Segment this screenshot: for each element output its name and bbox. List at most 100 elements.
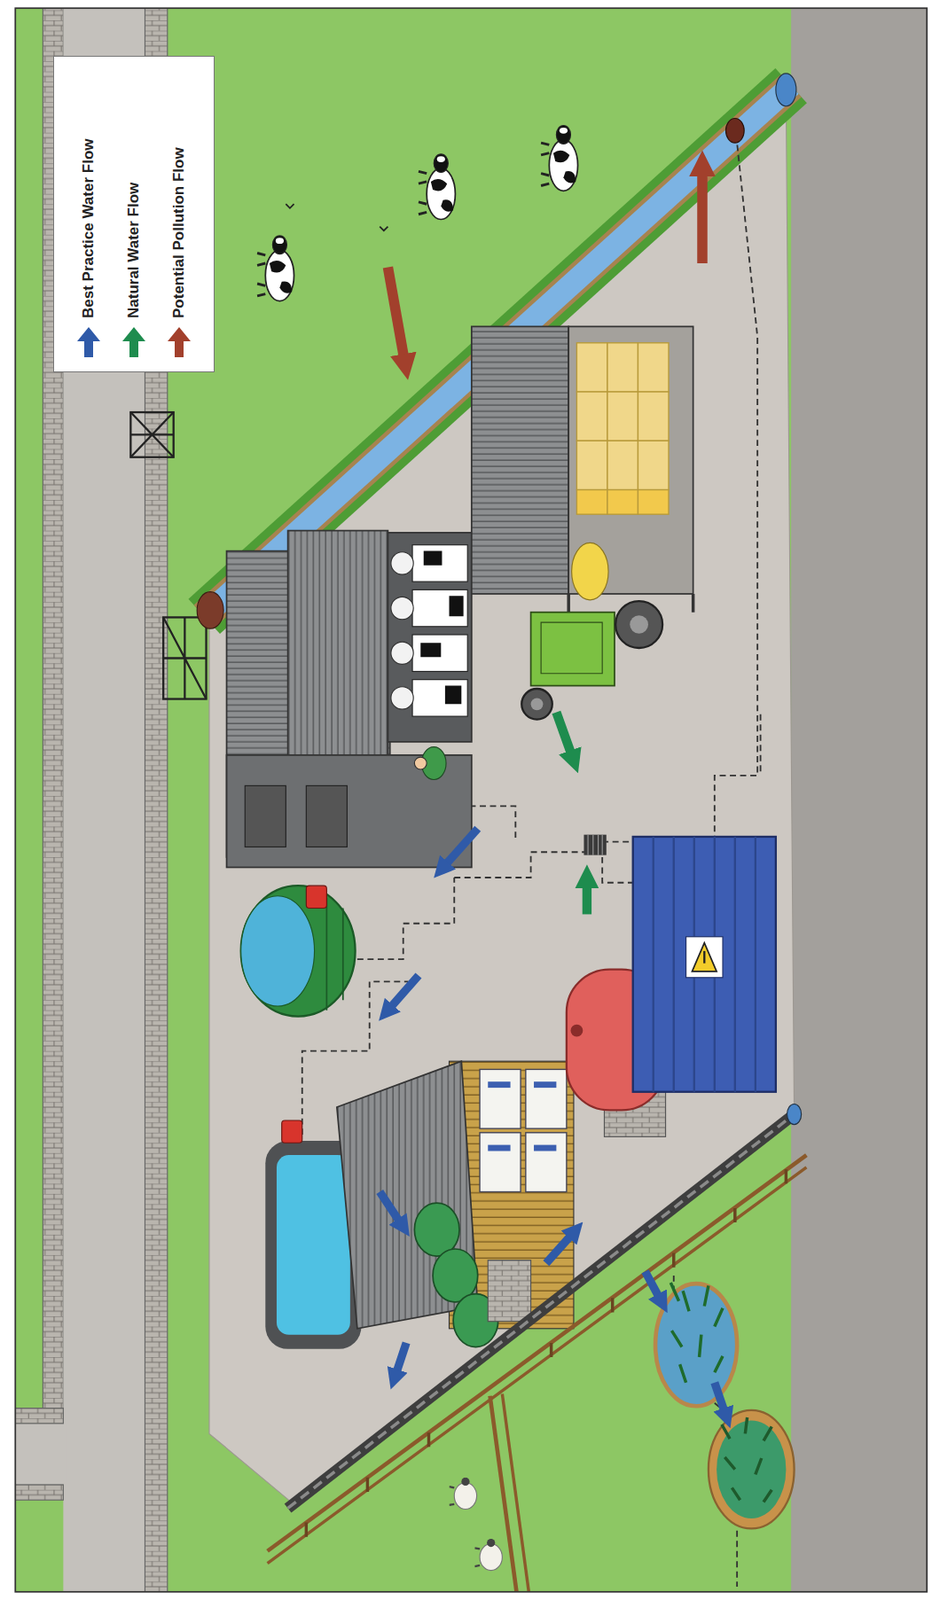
legend-swatch bbox=[122, 327, 146, 358]
best-practice-arrow bbox=[396, 1343, 408, 1375]
legend-arrow bbox=[77, 327, 101, 358]
best-practice-arrow bbox=[445, 829, 478, 866]
legend-arrow bbox=[167, 327, 191, 358]
legend-arrow bbox=[122, 327, 146, 358]
drain-pipes-part bbox=[759, 714, 762, 776]
chemical-container-part bbox=[686, 937, 723, 979]
tractor-part bbox=[531, 697, 544, 711]
chemical-store bbox=[336, 1061, 574, 1348]
cows-in-stalls-part bbox=[391, 552, 414, 575]
slurry-tank-part bbox=[241, 885, 356, 1017]
reed-beds-part bbox=[670, 1283, 723, 1384]
boundary-wall-fence bbox=[267, 1104, 807, 1593]
road-right bbox=[791, 7, 927, 1593]
legend-label: Best Practice Water Flow bbox=[79, 139, 98, 320]
cows-in-stalls bbox=[391, 545, 468, 717]
pollution-arrow bbox=[697, 171, 708, 264]
sheep bbox=[449, 1478, 503, 1572]
chemical-store-part-part bbox=[533, 1081, 557, 1089]
slurry-tank-part bbox=[241, 896, 315, 1007]
chemical-store-part-part bbox=[533, 1145, 557, 1152]
natural-flow-arrow bbox=[582, 884, 592, 916]
legend-swatch bbox=[77, 327, 101, 358]
storage-pond-part bbox=[281, 1120, 303, 1144]
best-practice-arrow bbox=[546, 1235, 572, 1264]
gates bbox=[130, 412, 206, 699]
cows-in-field-part bbox=[418, 154, 455, 220]
tractor-part bbox=[629, 615, 649, 635]
birds bbox=[285, 203, 388, 231]
stream-part bbox=[775, 73, 797, 107]
cows-in-stalls-part bbox=[391, 596, 414, 619]
milking-parlour-part bbox=[387, 532, 471, 743]
hay-barn-part-part bbox=[607, 391, 639, 441]
hay-barn-part-part bbox=[637, 440, 669, 490]
hay-barn-part bbox=[576, 343, 669, 491]
hay-barn-part-part bbox=[607, 440, 639, 490]
chemical-store-part-part bbox=[525, 1133, 567, 1193]
chemical-store-part-part bbox=[487, 1145, 510, 1152]
hay-barn-part-part bbox=[576, 391, 608, 441]
hay-barn-part-part bbox=[607, 490, 639, 516]
chemical-container-part bbox=[703, 951, 705, 964]
lane-left-part bbox=[15, 1485, 63, 1501]
scene bbox=[15, 7, 927, 1593]
boundary-wall-fence-part bbox=[787, 1104, 802, 1126]
chemical-store-part-part bbox=[479, 1069, 521, 1129]
chemical-container-part bbox=[691, 943, 717, 972]
farmer bbox=[414, 747, 447, 781]
stream bbox=[196, 73, 797, 629]
best-practice-arrow bbox=[645, 1271, 660, 1299]
cows-in-field-part bbox=[540, 125, 578, 192]
hay-barn-part-part bbox=[576, 343, 608, 392]
cows-in-stalls-part bbox=[391, 642, 414, 665]
gates-part bbox=[163, 617, 206, 699]
reed-beds-part bbox=[655, 1284, 737, 1407]
legend-label: Natural Water Flow bbox=[125, 182, 143, 319]
hay-barn-part bbox=[471, 326, 569, 595]
tractor-part bbox=[540, 622, 603, 674]
cows-in-field bbox=[257, 125, 578, 302]
chemical-store-part-part bbox=[525, 1069, 567, 1129]
reed-beds bbox=[655, 1283, 795, 1529]
fuel-tank-part bbox=[570, 1025, 583, 1038]
slurry-tank-part bbox=[305, 885, 327, 909]
birds-part bbox=[285, 203, 294, 209]
tractor-part bbox=[615, 601, 663, 649]
hay-barn-part-part bbox=[576, 440, 608, 490]
legend-label: Potential Pollution Flow bbox=[170, 147, 188, 319]
legend-entry: Best Practice Water Flow bbox=[77, 70, 101, 358]
chemical-store-part-part bbox=[414, 1203, 460, 1257]
farmer-part bbox=[414, 757, 427, 770]
milking-parlour-part bbox=[288, 531, 389, 756]
best-practice-arrow bbox=[714, 1383, 726, 1413]
drain-pipes-part bbox=[454, 852, 588, 878]
hay-barn-part-part bbox=[637, 490, 669, 516]
milking-parlour-part bbox=[305, 785, 347, 847]
hay-barn-part-part bbox=[607, 343, 639, 392]
legend-entry: Natural Water Flow bbox=[122, 70, 146, 358]
reed-beds-part bbox=[708, 1410, 795, 1530]
chemical-store-part-part bbox=[487, 1081, 510, 1089]
drain-grate-part bbox=[583, 835, 606, 856]
chemical-container-part bbox=[633, 837, 776, 1093]
legend-swatch bbox=[167, 327, 191, 358]
cows-in-stalls-part bbox=[420, 551, 463, 705]
cows-in-stalls-part bbox=[391, 687, 414, 710]
chemical-store-part bbox=[487, 1081, 557, 1152]
lane-left-part bbox=[15, 1409, 63, 1425]
sheep-part bbox=[474, 1539, 502, 1572]
best-practice-arrow bbox=[390, 975, 419, 1009]
flow-arrows bbox=[379, 171, 725, 1413]
gates-part bbox=[130, 412, 173, 458]
tractor bbox=[521, 542, 663, 720]
best-practice-arrow bbox=[379, 1192, 400, 1224]
stream-part bbox=[196, 592, 224, 629]
chemical-store-part bbox=[479, 1069, 567, 1192]
chemical-store-part-part bbox=[479, 1133, 521, 1193]
pollution-arrow bbox=[387, 267, 404, 361]
lane-left-part bbox=[15, 1424, 67, 1486]
legend-box: Best Practice Water Flow Natural Water Fl… bbox=[53, 55, 215, 373]
chemical-store-part bbox=[336, 1061, 478, 1330]
